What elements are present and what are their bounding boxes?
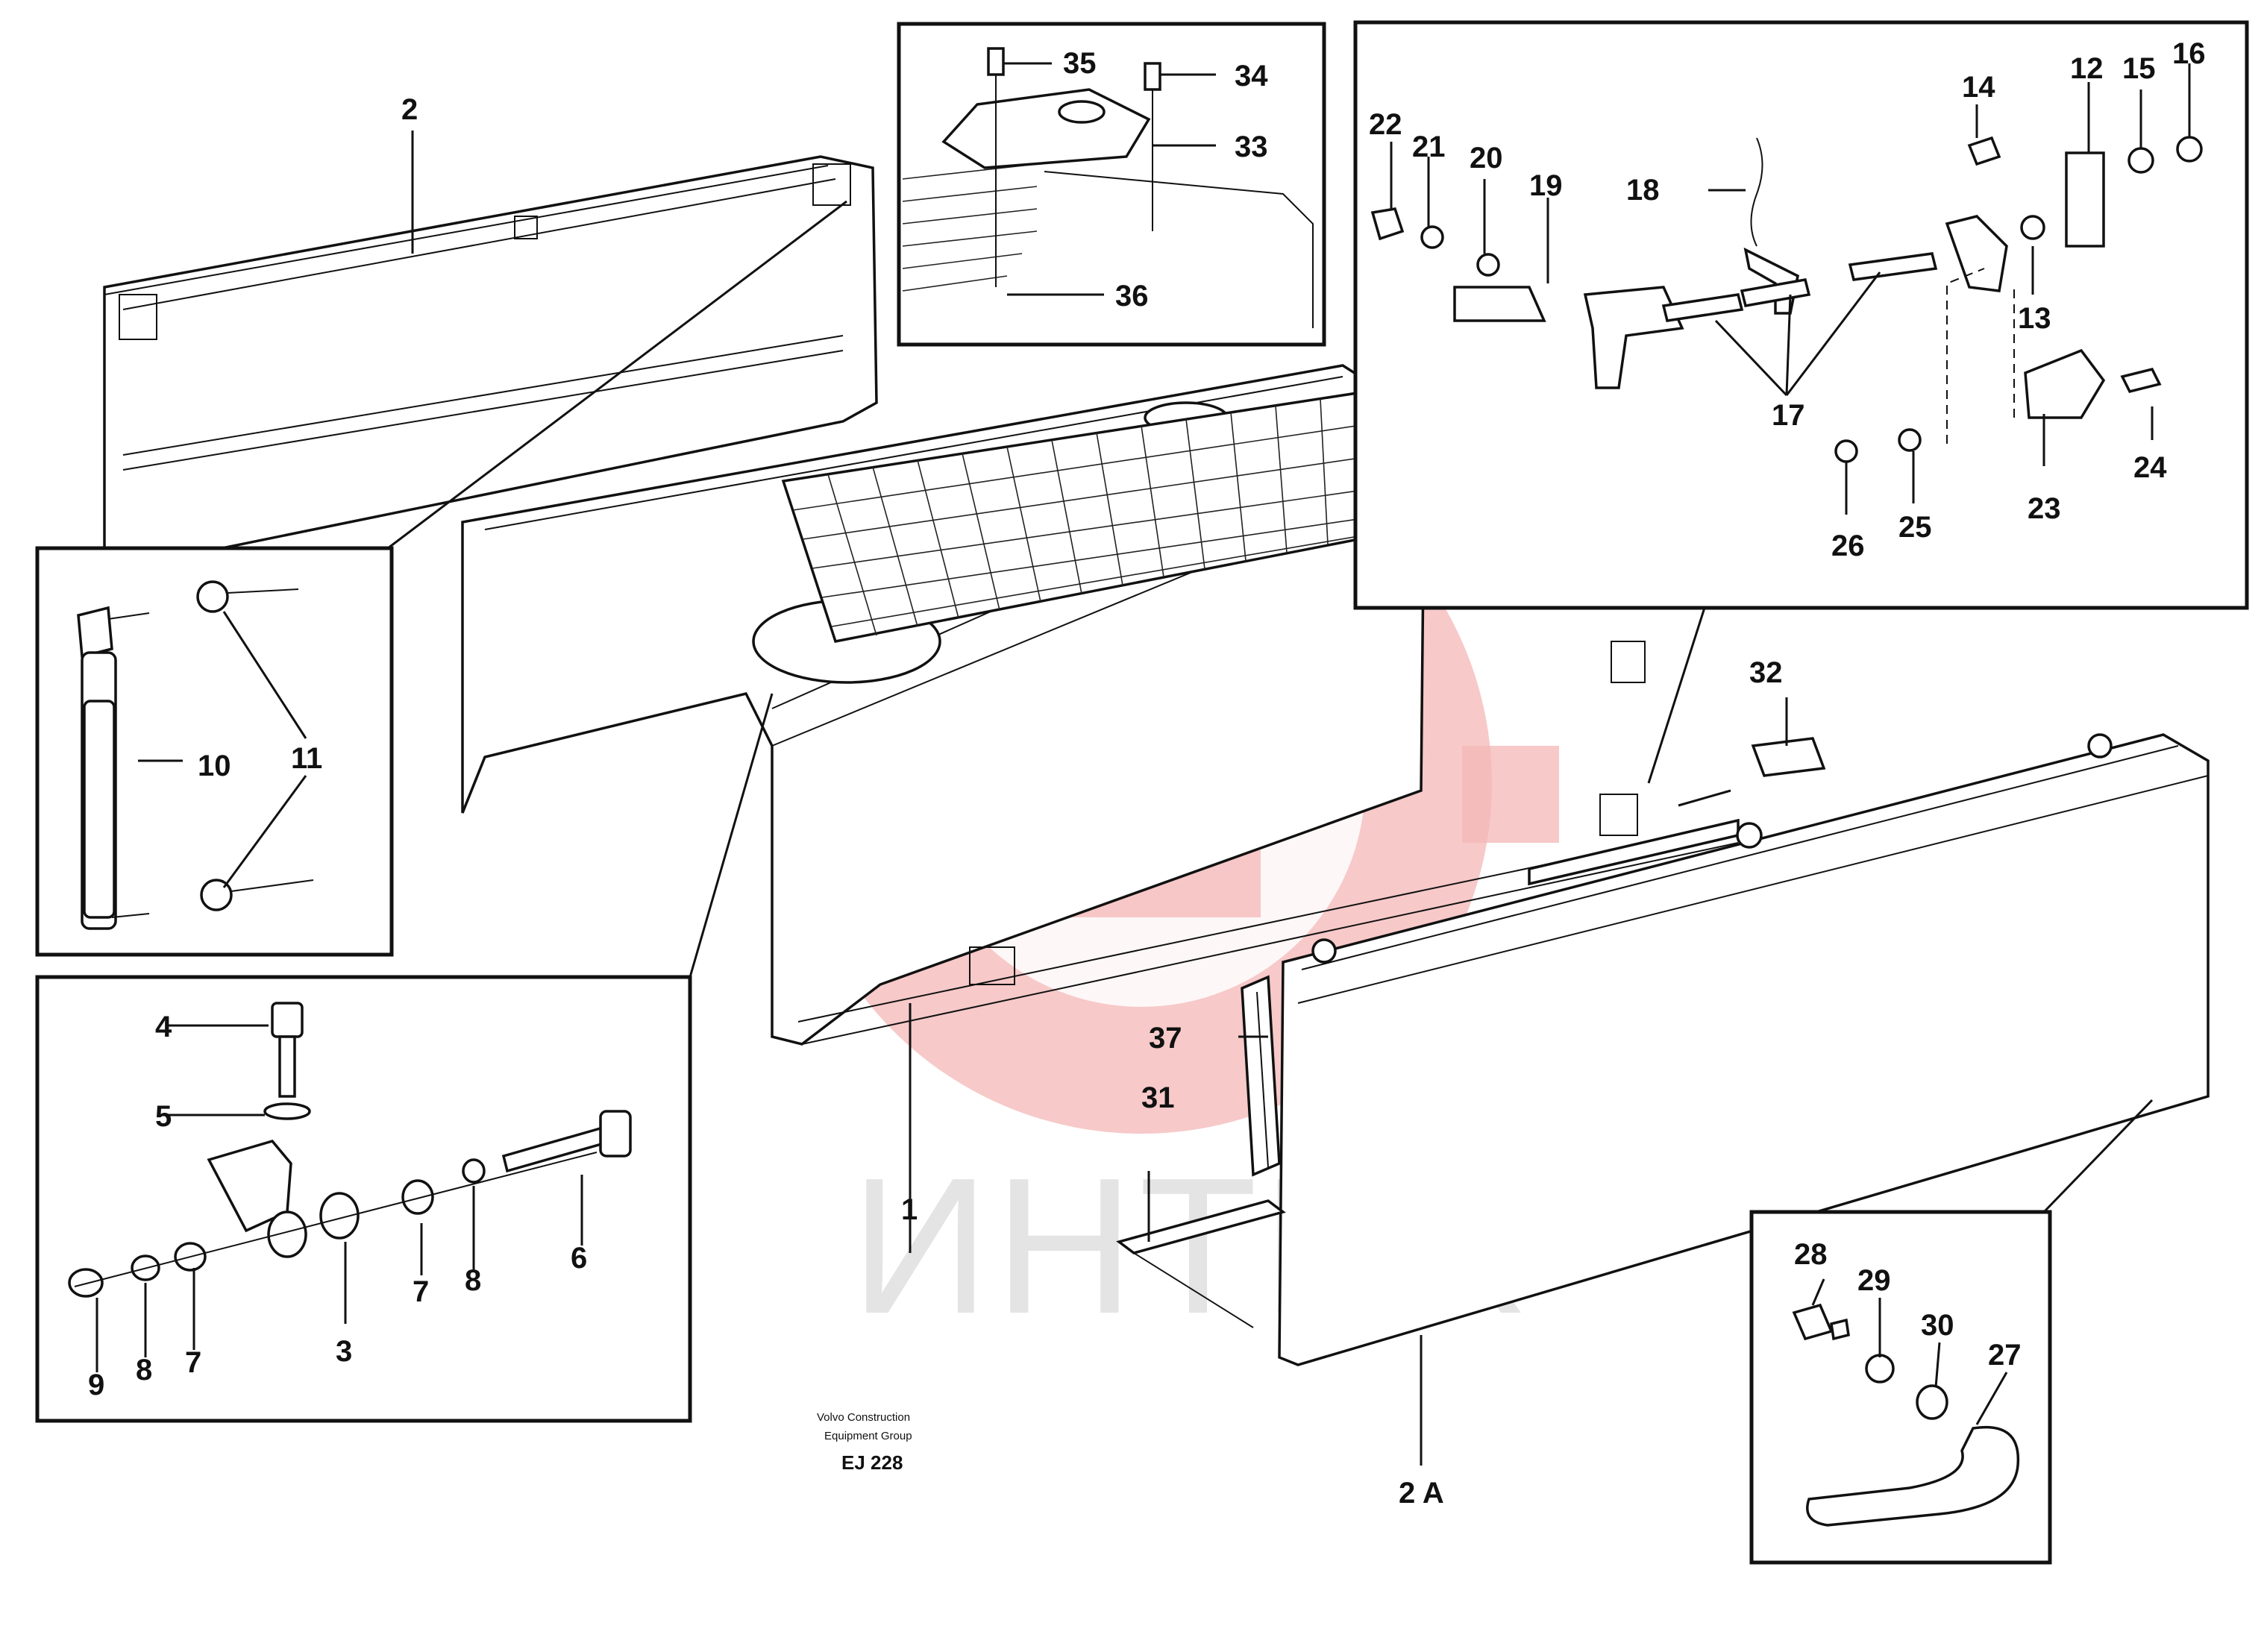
callout-12: 12 [2070,52,2104,85]
callout-22: 22 [1369,108,1402,141]
callout-14: 14 [1962,71,1995,104]
callout-21: 21 [1412,131,1446,163]
footer-line-1: Volvo Construction [817,1411,910,1424]
callout-24: 24 [2133,451,2167,484]
detail-box-lock [1353,20,2249,610]
callout-31: 31 [1141,1081,1175,1114]
callout-18: 18 [1626,174,1660,207]
detail-box-bracket [897,22,1326,347]
callout-7a: 7 [185,1346,201,1379]
side-cover-left [103,155,878,568]
callout-19: 19 [1529,169,1563,202]
callout-33: 33 [1235,131,1268,163]
angle-strip [1116,1199,1286,1328]
callout-5: 5 [155,1100,172,1133]
callout-32: 32 [1749,656,1783,689]
callout-27: 27 [1988,1339,2022,1372]
callout-37: 37 [1149,1022,1182,1055]
callout-35: 35 [1063,47,1097,80]
callout-labels: 2 1 2 A 31 37 32 35 34 33 36 22 21 20 19… [88,37,2206,1510]
callout-2: 2 [401,93,418,126]
detail-box-handle [1749,1210,2052,1565]
callout-1: 1 [901,1193,918,1226]
callout-7b: 7 [413,1275,429,1308]
callout-8a: 8 [136,1354,152,1386]
callout-36: 36 [1115,280,1149,313]
callout-3: 3 [336,1335,352,1368]
callout-13: 13 [2018,302,2051,335]
footer-line-2: Equipment Group [824,1430,912,1442]
callout-9: 9 [88,1369,104,1401]
rubber-strip [1241,975,1281,1177]
callout-11: 11 [291,742,322,775]
callout-34: 34 [1235,60,1268,92]
callout-15: 15 [2122,52,2156,85]
callout-30: 30 [1921,1309,1954,1342]
callout-8b: 8 [465,1264,481,1297]
leader-lines [95,62,2191,1466]
callout-20: 20 [1470,142,1503,175]
callout-16: 16 [2172,37,2206,70]
detail-box-gas-strut [35,546,394,957]
callout-6: 6 [571,1242,587,1275]
front-door-panel [1278,733,2210,1366]
callout-10: 10 [198,750,231,782]
footer-block: Volvo Construction Equipment Group EJ 22… [817,1411,912,1474]
rail-strip [1528,818,1763,886]
drawing-code: EJ 228 [841,1451,903,1474]
clip-32 [1751,737,1826,777]
callout-29: 29 [1857,1264,1891,1297]
callout-25: 25 [1898,511,1932,544]
callout-4: 4 [155,1011,172,1043]
callout-26: 26 [1831,530,1865,562]
callout-2a: 2 A [1399,1477,1444,1510]
callout-28: 28 [1794,1238,1828,1271]
callout-17: 17 [1772,399,1805,432]
callout-23: 23 [2028,492,2061,525]
